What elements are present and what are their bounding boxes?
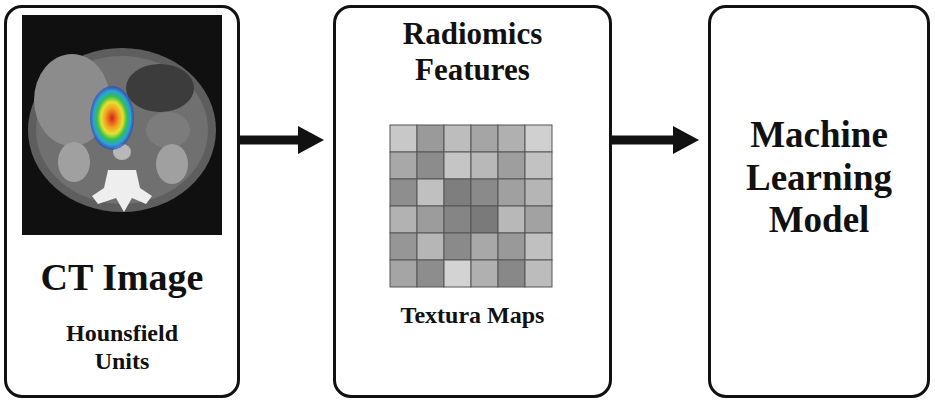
ct-scan-image (22, 15, 222, 235)
node-subtitle: Hounsfield Units (47, 320, 197, 375)
process-box: Radiomics FeaturesTextura Maps (333, 5, 612, 398)
node-title: Machine Learning Model (729, 114, 909, 242)
ct-body (28, 48, 216, 212)
node-subtitle: Textura Maps (401, 302, 545, 330)
node-title: Radiomics Features (373, 16, 573, 87)
ct-stomach (126, 64, 194, 112)
ct-bowel (146, 112, 190, 148)
ct-kidney (58, 142, 90, 182)
ct-background (22, 15, 222, 235)
process-box: Machine Learning Model (708, 5, 930, 398)
texture-grid (390, 125, 552, 287)
ct-kidney (156, 144, 188, 184)
flow-arrow (612, 126, 699, 154)
heatmap-overlay (90, 86, 134, 150)
process-box: CT ImageHounsfield Units (4, 5, 240, 398)
ct-spine (92, 170, 152, 212)
node-title: CT Image (41, 256, 204, 300)
flow-arrow (240, 126, 324, 154)
